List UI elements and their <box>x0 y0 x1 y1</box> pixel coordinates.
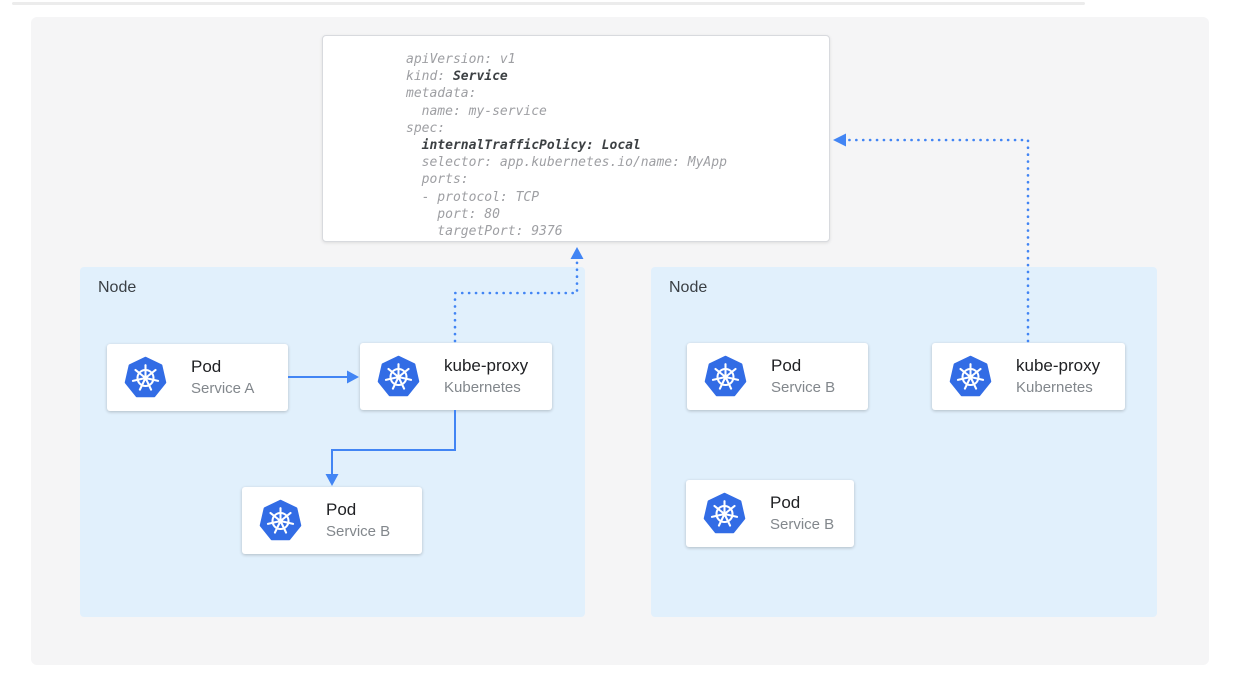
card-title: Pod <box>771 356 802 375</box>
yaml-line: apiVersion: v1 <box>406 52 516 67</box>
kubernetes-icon <box>704 355 747 396</box>
card-pod-service-a: Pod Service A <box>107 344 288 411</box>
yaml-line: targetPort: 9376 <box>406 224 563 240</box>
yaml-line: internalTrafficPolicy: Local <box>421 138 641 154</box>
card-subtitle: Service B <box>771 379 836 396</box>
card-kube-proxy-right: kube-proxy Kubernetes <box>932 343 1125 410</box>
kubernetes-icon <box>377 355 420 396</box>
top-divider <box>12 2 1085 5</box>
card-title: kube-proxy <box>1016 356 1101 375</box>
card-subtitle: Kubernetes <box>444 379 521 396</box>
card-subtitle: Kubernetes <box>1016 379 1093 396</box>
card-title: Pod <box>326 500 357 519</box>
card-kube-proxy-left: kube-proxy Kubernetes <box>360 343 552 410</box>
yaml-line: metadata: <box>406 86 477 102</box>
yaml-line: selector: app.kubernetes.io/name: MyApp <box>406 155 727 171</box>
card-title: Pod <box>191 357 222 376</box>
kubernetes-icon <box>259 499 302 540</box>
yaml-line: - protocol: TCP <box>406 189 540 205</box>
kubernetes-icon <box>124 356 167 397</box>
yaml-line: name: my-service <box>406 103 547 119</box>
node-box-left: Node <box>80 267 585 617</box>
card-title: kube-proxy <box>444 356 529 375</box>
card-title: Pod <box>770 493 801 512</box>
kubernetes-icon <box>703 492 746 533</box>
yaml-line: kind: Service <box>406 69 508 85</box>
yaml-line: port: 80 <box>406 206 500 222</box>
card-subtitle: Service A <box>191 380 255 397</box>
node-label: Node <box>669 279 708 296</box>
kubernetes-icon <box>949 355 992 396</box>
card-pod-service-b-right-top: Pod Service B <box>687 343 868 410</box>
card-pod-service-b-right-bottom: Pod Service B <box>686 480 854 547</box>
yaml-line: ports: <box>406 172 469 188</box>
card-subtitle: Service B <box>326 523 391 540</box>
yaml-line: spec: <box>406 120 446 136</box>
node-label: Node <box>98 279 137 296</box>
node-box-right: Node <box>651 267 1157 617</box>
card-pod-service-b-left: Pod Service B <box>242 487 422 554</box>
card-subtitle: Service B <box>770 516 835 533</box>
